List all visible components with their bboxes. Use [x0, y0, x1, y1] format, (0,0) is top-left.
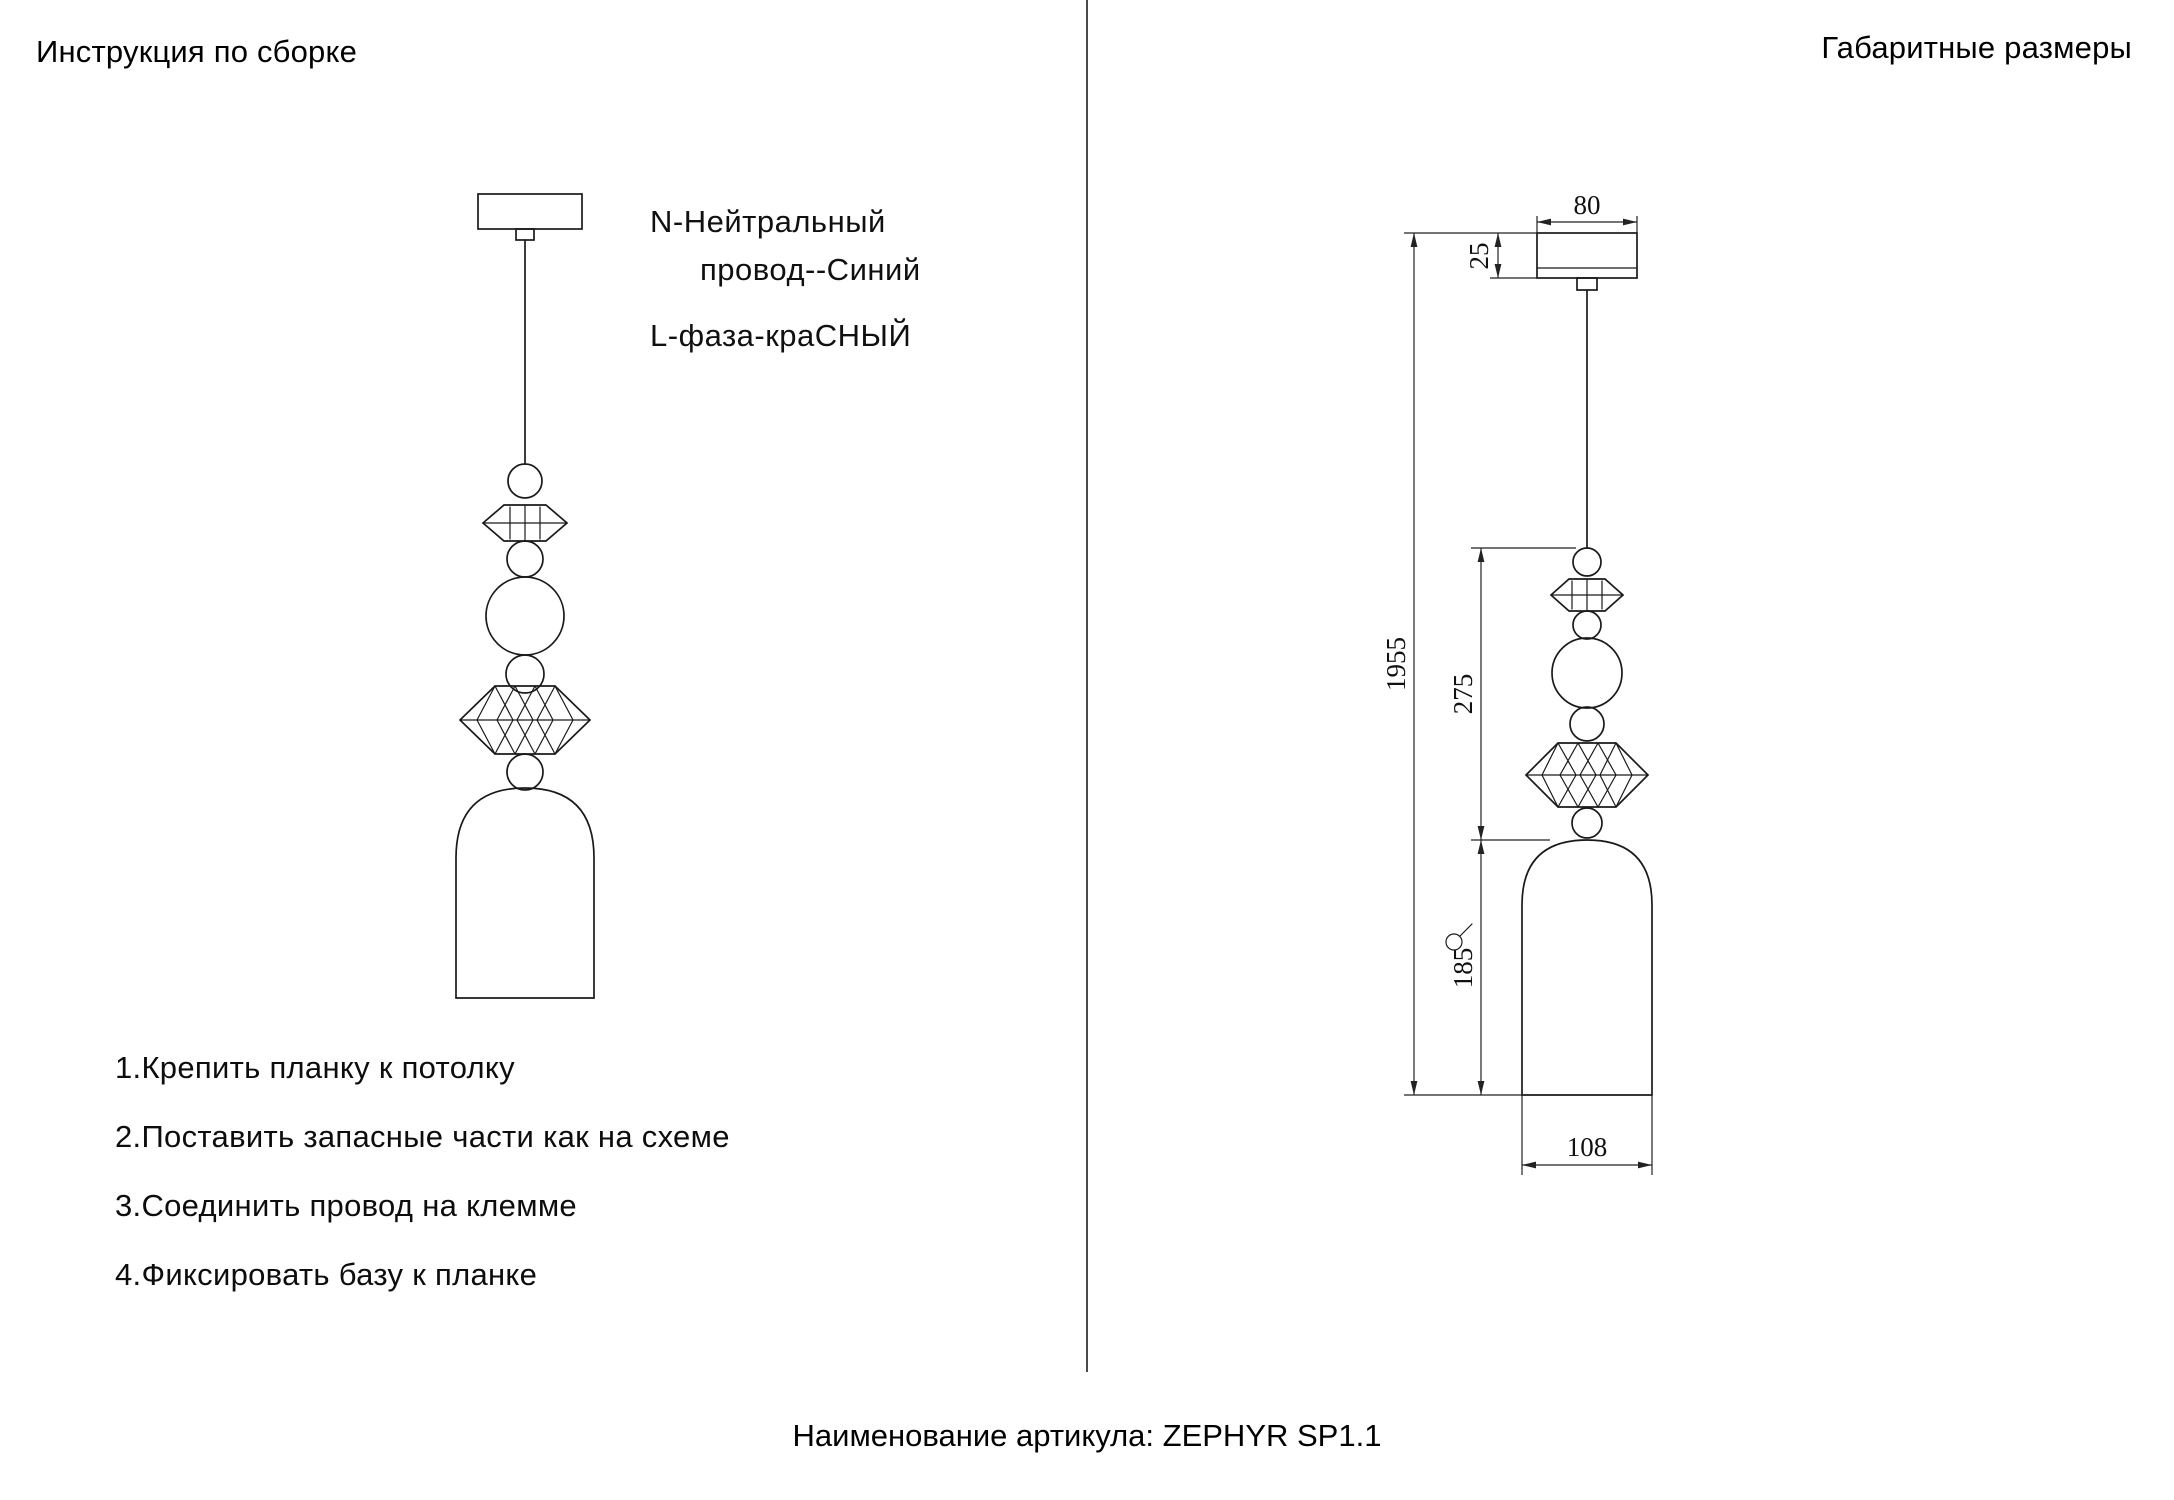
lamp-shade	[455, 787, 595, 999]
decor-crystal	[1524, 742, 1650, 808]
dim-label-decor-height: 275	[1448, 674, 1478, 715]
dimensioned-lamp-drawing: 80 25 1955 275 185 108	[1381, 190, 1653, 1175]
decor-lens	[1549, 578, 1625, 612]
article-name: Наименование артикула: ZEPHYR SP1.1	[792, 1418, 1382, 1453]
lamp-shade	[1521, 839, 1653, 1096]
decor-ball-2	[506, 540, 544, 578]
decor-ball-4	[506, 753, 544, 791]
neutral-wire-label-line1: N-Нейтральный	[650, 204, 886, 239]
panel-divider	[1086, 0, 1088, 1372]
dim-label-overall-height: 1955	[1381, 637, 1411, 691]
dim-label-canopy-width: 80	[1574, 190, 1601, 220]
dimension-decor-height: 275	[1448, 547, 1576, 841]
dimension-shade-diameter: 108	[1521, 1095, 1653, 1175]
dimension-overall-height: 1955	[1381, 232, 1537, 1096]
assembly-lamp-drawing	[455, 193, 595, 999]
decor-ball-2	[1572, 610, 1602, 640]
decor-ball-4	[1571, 807, 1603, 839]
phase-wire-label: L-фаза-краСНЫЙ	[650, 318, 912, 353]
assembly-step-4: 4.Фиксировать базу к планке	[115, 1257, 538, 1292]
decor-ball-1	[507, 463, 543, 499]
bulb-symbol	[1445, 923, 1473, 951]
assembly-steps: 1.Крепить планку к потолку 2.Поставить з…	[115, 1050, 730, 1326]
decor-ball-3	[1569, 706, 1605, 742]
dim-label-shade-diameter: 108	[1567, 1132, 1608, 1162]
ceiling-plate	[477, 193, 583, 241]
assembly-title: Инструкция по сборке	[36, 34, 358, 69]
decor-crystal	[458, 685, 592, 755]
dimensions-title: Габаритные размеры	[1821, 30, 2132, 65]
dimension-canopy-width: 80	[1536, 190, 1638, 233]
neutral-wire-label-line2: провод--Синий	[700, 252, 921, 287]
dim-label-shade-height: 185	[1448, 948, 1478, 989]
decor-sphere-large	[1551, 637, 1623, 709]
dimension-canopy-height: 25	[1464, 233, 1537, 279]
assembly-step-3: 3.Соединить провод на клемме	[115, 1188, 577, 1223]
decor-sphere-large	[485, 576, 565, 656]
dim-label-canopy-height: 25	[1464, 243, 1494, 270]
assembly-step-1: 1.Крепить планку к потолку	[115, 1050, 515, 1085]
decor-ball-3	[505, 654, 545, 694]
decor-ball-1	[1572, 547, 1602, 577]
dimension-shade-height: 185	[1445, 840, 1485, 1095]
decor-lens	[481, 504, 569, 542]
assembly-step-2: 2.Поставить запасные части как на схеме	[115, 1119, 730, 1154]
ceiling-plate	[1536, 232, 1638, 291]
